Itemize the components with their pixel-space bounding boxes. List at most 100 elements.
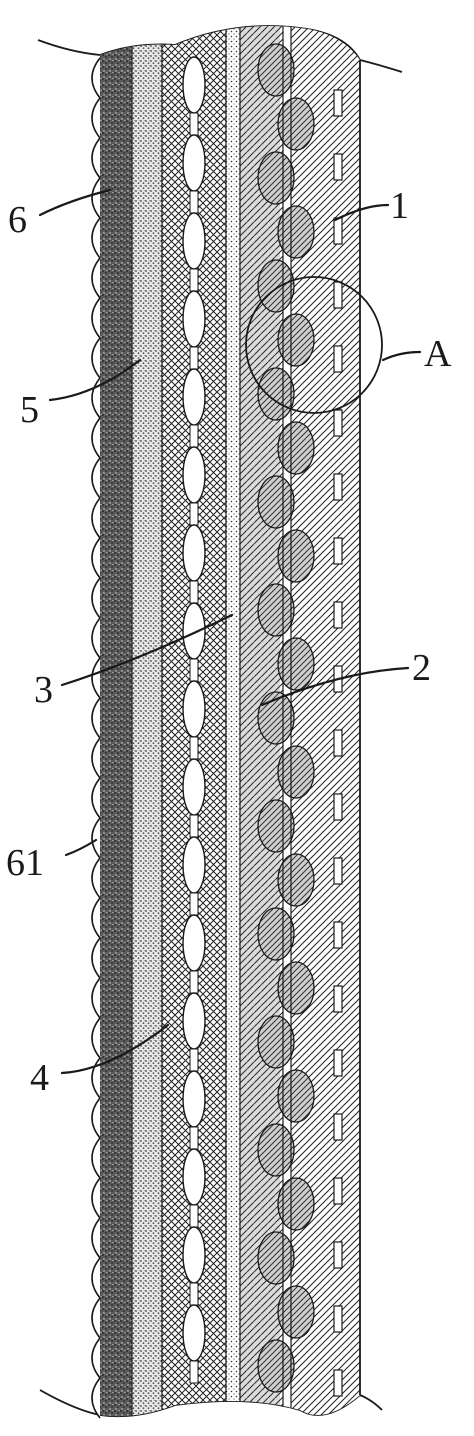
scallop — [91, 937, 101, 979]
cavity — [182, 212, 206, 270]
cavity — [182, 602, 206, 660]
leader-3 — [60, 613, 234, 687]
label-a: A — [424, 333, 452, 375]
bump — [257, 43, 295, 97]
scallop — [91, 497, 101, 539]
scallop — [91, 97, 101, 139]
slot — [333, 89, 343, 117]
cavity-link — [189, 424, 199, 448]
slot — [333, 537, 343, 565]
scallop — [91, 177, 101, 219]
slot — [333, 985, 343, 1013]
scallop — [91, 1217, 101, 1259]
scallop — [91, 737, 101, 779]
scallop — [91, 1017, 101, 1059]
scallop — [91, 1137, 101, 1179]
cavity-link — [189, 814, 199, 838]
cavity — [182, 368, 206, 426]
scallop — [91, 537, 101, 579]
cavity-link — [189, 1282, 199, 1306]
cavity — [182, 992, 206, 1050]
bump — [277, 421, 315, 475]
bump — [277, 637, 315, 691]
slot — [333, 601, 343, 629]
bump — [257, 1123, 295, 1177]
slot — [333, 857, 343, 885]
bump — [277, 1285, 315, 1339]
scallop — [91, 1097, 101, 1139]
bump — [277, 97, 315, 151]
scallop — [91, 137, 101, 179]
cavity-link — [189, 892, 199, 916]
bump — [277, 853, 315, 907]
leader-2 — [260, 666, 410, 707]
scallop — [91, 1297, 101, 1339]
leader-6 — [38, 188, 112, 217]
cavity — [182, 1226, 206, 1284]
label-3: 3 — [34, 669, 53, 711]
scallop — [91, 297, 101, 339]
bump — [257, 799, 295, 853]
bump — [277, 1177, 315, 1231]
scallop — [91, 57, 101, 99]
slot — [333, 729, 343, 757]
label-61: 61 — [6, 842, 44, 884]
label-1: 1 — [390, 185, 409, 227]
slot — [333, 793, 343, 821]
bump — [277, 1069, 315, 1123]
scallop — [91, 1257, 101, 1299]
slot — [333, 473, 343, 501]
cavity-link — [189, 268, 199, 292]
layer-1-slots — [333, 89, 343, 1397]
slot — [333, 409, 343, 437]
scallop — [91, 617, 101, 659]
slot — [333, 281, 343, 309]
cavity — [182, 446, 206, 504]
cavity-link — [189, 580, 199, 604]
bump — [277, 745, 315, 799]
leader-4 — [60, 1023, 170, 1075]
slot — [333, 345, 343, 373]
scallop — [91, 657, 101, 699]
cavity-link — [189, 112, 199, 136]
cavity-link — [189, 1360, 199, 1384]
cavity — [182, 914, 206, 972]
interlock-bumps — [257, 43, 315, 1393]
leader-a — [381, 350, 422, 362]
cavity-link — [189, 1048, 199, 1072]
bump — [257, 691, 295, 745]
cavity — [182, 56, 206, 114]
scallop — [91, 1057, 101, 1099]
label-5: 5 — [20, 389, 39, 431]
slot — [333, 153, 343, 181]
cavity-link — [189, 1126, 199, 1150]
scallop — [91, 257, 101, 299]
scallop — [91, 1377, 101, 1419]
cavity — [182, 680, 206, 738]
cavity-link — [189, 736, 199, 760]
scallop — [91, 817, 101, 859]
cavity-link — [189, 658, 199, 682]
label-6: 6 — [8, 199, 27, 241]
scallop — [91, 217, 101, 259]
cavity — [182, 1148, 206, 1206]
outer-bumps-61 — [91, 57, 101, 1419]
scallop — [91, 697, 101, 739]
layer-4-cavities — [182, 56, 206, 1384]
cavity — [182, 1304, 206, 1362]
cavity — [182, 836, 206, 894]
detail-circle-a — [245, 276, 383, 414]
slot — [333, 1177, 343, 1205]
bump — [257, 475, 295, 529]
bump — [257, 907, 295, 961]
scallop — [91, 377, 101, 419]
slot — [333, 1049, 343, 1077]
cavity — [182, 1070, 206, 1128]
scallop — [91, 1177, 101, 1219]
bump — [257, 1015, 295, 1069]
bump — [277, 313, 315, 367]
bump — [257, 151, 295, 205]
bump — [257, 1339, 295, 1393]
scallop — [91, 777, 101, 819]
